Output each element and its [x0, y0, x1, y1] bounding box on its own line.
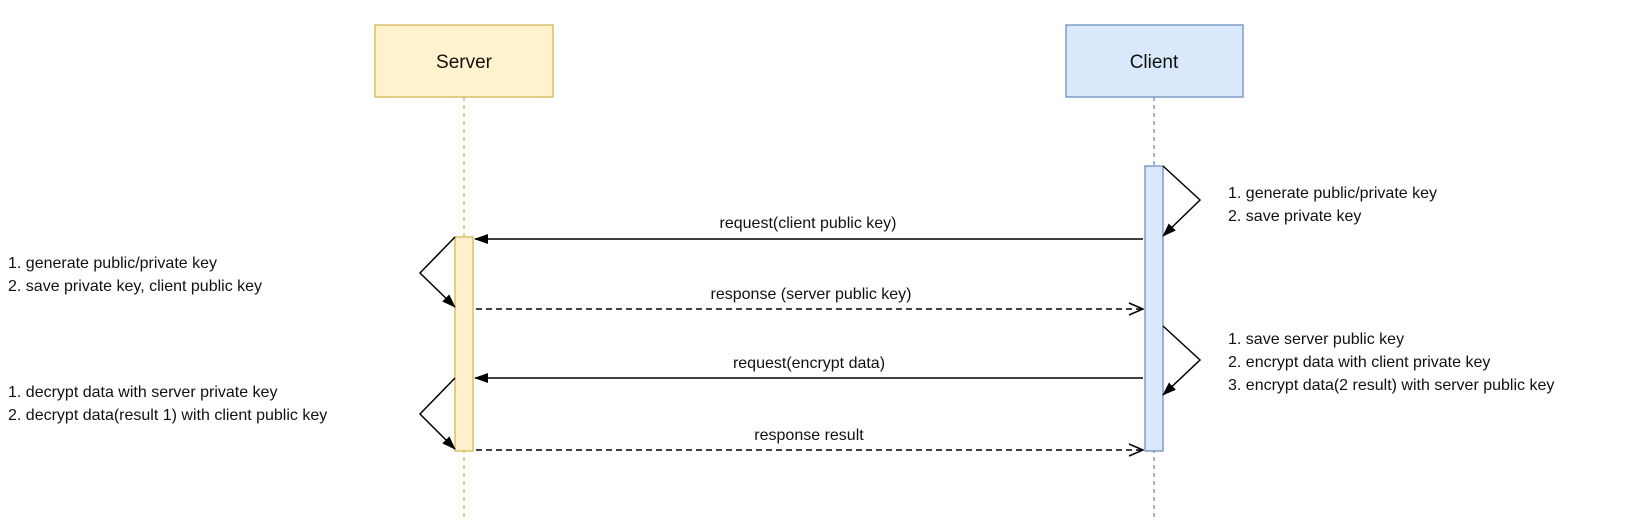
client-activation-bar	[1144, 165, 1164, 452]
client-note-1: 1. generate public/private key 2. save p…	[1228, 185, 1437, 225]
message-label: response (server public key)	[711, 286, 912, 303]
note-line: 2. decrypt data(result 1) with client pu…	[8, 407, 327, 424]
server-note-1: 1. generate public/private key 2. save p…	[8, 255, 262, 295]
message-label: request(client public key)	[720, 215, 897, 232]
message-label: request(encrypt data)	[733, 355, 885, 372]
server-note-2: 1. decrypt data with server private key …	[8, 384, 327, 424]
note-line: 2. encrypt data with client private key	[1228, 354, 1490, 371]
client-note-2: 1. save server public key 2. encrypt dat…	[1228, 331, 1554, 394]
note-line: 1. generate public/private key	[1228, 185, 1437, 202]
server-participant-box	[374, 24, 554, 98]
server-participant-label: Server	[436, 52, 493, 73]
server-activation-bar	[454, 236, 474, 452]
server-self-call-1	[418, 236, 456, 308]
note-line: 1. save server public key	[1228, 331, 1404, 348]
note-line: 2. save private key, client public key	[8, 278, 262, 295]
client-participant[interactable]: Client	[1065, 24, 1244, 98]
note-line: 1. generate public/private key	[8, 255, 217, 272]
message-label: response result	[754, 427, 864, 444]
server-participant[interactable]: Server	[374, 24, 554, 98]
message-request-encrypt-data[interactable]: request(encrypt data)	[474, 355, 1143, 383]
client-self-call-2	[1162, 325, 1202, 396]
note-line: 1. decrypt data with server private key	[8, 384, 277, 401]
message-request-client-public-key[interactable]: request(client public key)	[474, 215, 1143, 244]
note-line: 3. encrypt data(2 result) with server pu…	[1228, 377, 1554, 394]
client-participant-label: Client	[1130, 52, 1179, 73]
client-self-call-1	[1162, 165, 1202, 237]
server-self-call-2	[418, 377, 456, 450]
note-line: 2. save private key	[1228, 208, 1361, 225]
client-participant-box	[1065, 24, 1244, 98]
message-response-result[interactable]: response result	[476, 427, 1143, 450]
message-response-server-public-key[interactable]: response (server public key)	[476, 286, 1143, 309]
